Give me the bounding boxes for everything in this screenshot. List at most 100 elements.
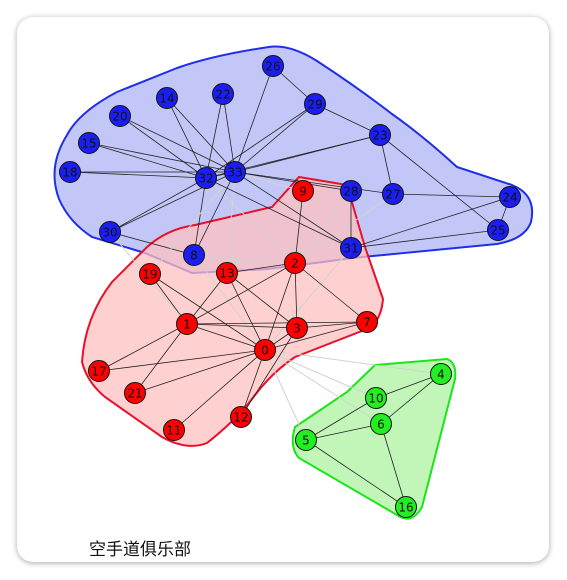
edge-2-28	[294, 190, 352, 264]
edge-0-31	[264, 247, 352, 351]
node-label-3: 3	[293, 322, 301, 336]
node-label-31: 31	[343, 242, 358, 256]
node-circle-5	[295, 429, 317, 451]
node-4[interactable]: 4	[430, 363, 452, 385]
edge-24-31	[350, 196, 511, 249]
node-circle-2	[284, 252, 306, 274]
node-28[interactable]: 28	[340, 180, 362, 202]
node-label-20: 20	[112, 110, 127, 124]
node-label-11: 11	[166, 424, 181, 438]
node-circle-28	[340, 180, 362, 202]
node-14[interactable]: 14	[156, 87, 178, 109]
node-circle-18	[59, 161, 81, 183]
edge-31-33	[234, 171, 352, 249]
edge-0-2	[264, 262, 296, 351]
node-7[interactable]: 7	[356, 311, 378, 333]
node-label-23: 23	[372, 129, 387, 143]
edge-0-21	[134, 349, 266, 394]
edge-3-12	[240, 327, 298, 418]
node-17[interactable]: 17	[88, 360, 110, 382]
node-32[interactable]: 32	[195, 167, 217, 189]
node-23[interactable]: 23	[369, 124, 391, 146]
edge-9-33	[234, 171, 304, 192]
node-label-22: 22	[215, 88, 230, 102]
node-circle-30	[99, 221, 121, 243]
node-25[interactable]: 25	[487, 219, 509, 241]
edge-29-32	[205, 103, 316, 179]
node-label-17: 17	[91, 365, 106, 379]
edge-1-2	[186, 262, 296, 325]
edge-0-6	[264, 349, 382, 425]
node-label-1: 1	[183, 318, 191, 332]
node-16[interactable]: 16	[395, 496, 417, 518]
node-label-10: 10	[368, 392, 383, 406]
node-circle-7	[356, 311, 378, 333]
community-hull-green	[291, 357, 457, 520]
edge-0-1	[186, 323, 266, 351]
edge-14-33	[166, 97, 236, 173]
node-0[interactable]: 0	[254, 339, 276, 361]
node-15[interactable]: 15	[78, 132, 100, 154]
node-circle-26	[262, 55, 284, 77]
node-label-19: 19	[142, 268, 157, 282]
node-label-25: 25	[490, 224, 505, 238]
node-13[interactable]: 13	[216, 262, 238, 284]
node-30[interactable]: 30	[99, 221, 121, 243]
edge-0-7	[264, 321, 368, 351]
node-19[interactable]: 19	[139, 263, 161, 285]
node-label-6: 6	[377, 418, 385, 432]
edge-4-10	[375, 373, 442, 399]
node-5[interactable]: 5	[295, 429, 317, 451]
edge-20-32	[119, 115, 207, 179]
node-circle-15	[78, 132, 100, 154]
node-1[interactable]: 1	[176, 313, 198, 335]
node-circle-1	[176, 313, 198, 335]
node-18[interactable]: 18	[59, 161, 81, 183]
edge-2-27	[294, 193, 394, 264]
node-circle-33	[224, 161, 246, 183]
edge-0-10	[264, 349, 377, 399]
node-24[interactable]: 24	[499, 186, 521, 208]
edge-0-4	[264, 349, 442, 375]
node-circle-31	[340, 237, 362, 259]
edge-0-8	[193, 254, 266, 351]
node-33[interactable]: 33	[224, 161, 246, 183]
node-label-12: 12	[233, 411, 248, 425]
node-27[interactable]: 27	[382, 183, 404, 205]
node-label-8: 8	[190, 249, 198, 263]
node-6[interactable]: 6	[370, 413, 392, 435]
node-circle-10	[365, 387, 387, 409]
node-22[interactable]: 22	[212, 83, 234, 105]
edge-15-33	[88, 142, 236, 173]
node-circle-24	[499, 186, 521, 208]
node-11[interactable]: 11	[163, 419, 185, 441]
node-12[interactable]: 12	[230, 406, 252, 428]
node-21[interactable]: 21	[124, 382, 146, 404]
node-26[interactable]: 26	[262, 55, 284, 77]
node-circle-9	[292, 180, 314, 202]
node-circle-11	[163, 419, 185, 441]
node-circle-12	[230, 406, 252, 428]
edge-0-17	[98, 349, 266, 372]
node-9[interactable]: 9	[292, 180, 314, 202]
edge-8-33	[193, 171, 236, 256]
nodes-layer: 0123456789101112131415161718192021222324…	[59, 55, 521, 518]
edge-1-17	[98, 323, 188, 372]
node-circle-29	[304, 93, 326, 115]
node-label-26: 26	[265, 60, 280, 74]
node-20[interactable]: 20	[109, 105, 131, 127]
node-8[interactable]: 8	[183, 244, 205, 266]
node-circle-22	[212, 83, 234, 105]
edge-2-32	[205, 177, 296, 264]
edge-8-32	[193, 177, 207, 256]
node-29[interactable]: 29	[304, 93, 326, 115]
edge-31-32	[205, 177, 352, 249]
node-10[interactable]: 10	[365, 387, 387, 409]
node-31[interactable]: 31	[340, 237, 362, 259]
edge-2-8	[193, 254, 296, 264]
edge-23-29	[314, 103, 381, 136]
node-3[interactable]: 3	[286, 317, 308, 339]
node-2[interactable]: 2	[284, 252, 306, 274]
edge-29-33	[234, 103, 316, 173]
edge-2-13	[226, 262, 296, 274]
